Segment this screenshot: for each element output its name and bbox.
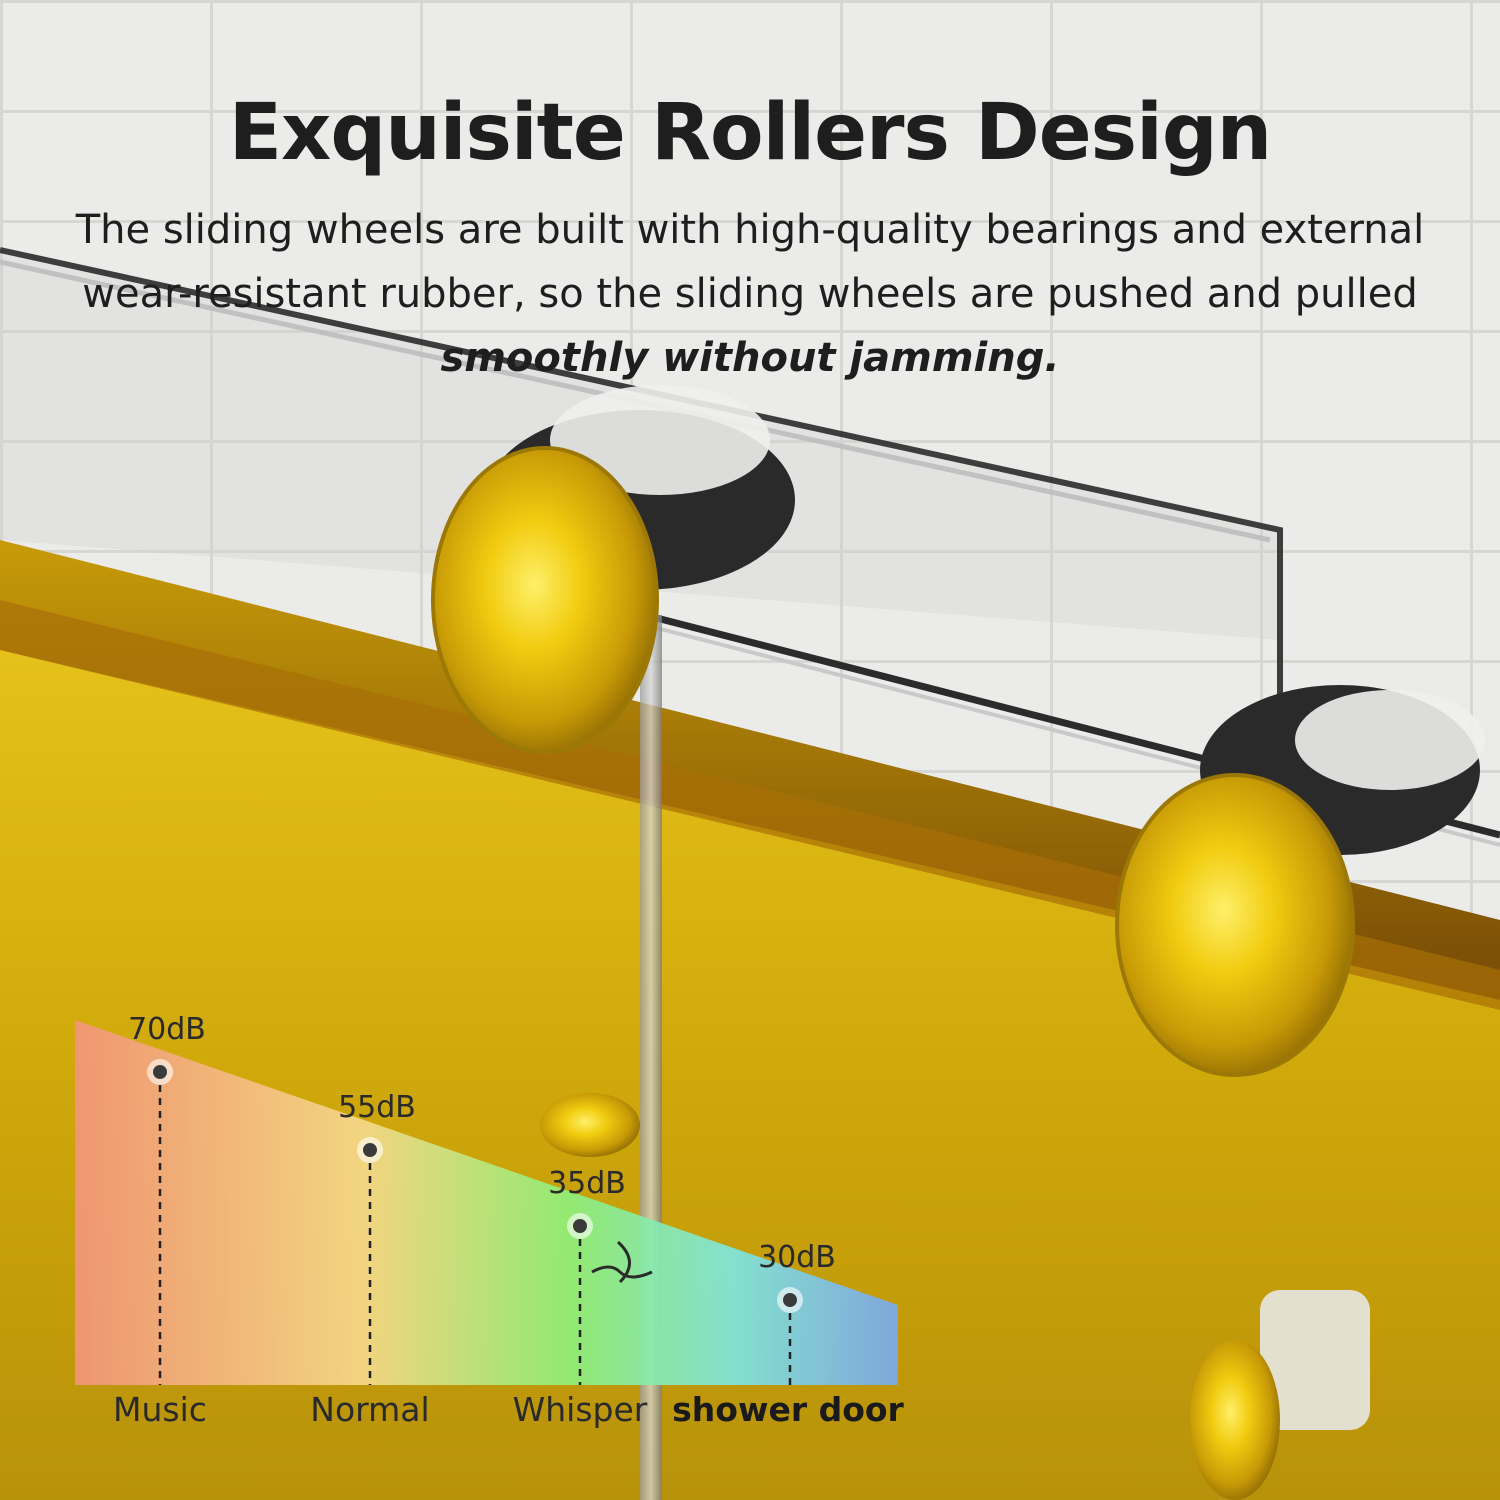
db-marker	[783, 1293, 797, 1307]
db-area	[75, 1020, 898, 1385]
db-value-label: 70dB	[128, 1012, 206, 1047]
description-text: The sliding wheels are built with high-q…	[75, 207, 1425, 317]
bottom-guide	[540, 1093, 1370, 1500]
db-marker	[573, 1219, 587, 1233]
db-value-label: 35dB	[548, 1166, 626, 1201]
db-value-label: 30dB	[758, 1240, 836, 1275]
db-marker	[363, 1143, 377, 1157]
roller-wheel-1	[431, 385, 795, 754]
db-value-label: 55dB	[338, 1090, 416, 1125]
feature-description: The sliding wheels are built with high-q…	[60, 198, 1440, 390]
wave-smooth-icon	[591, 1240, 653, 1284]
db-marker	[153, 1065, 167, 1079]
noise-level-chart	[75, 1020, 898, 1385]
db-category-label: shower door	[672, 1390, 904, 1429]
db-category-label: Normal	[310, 1390, 430, 1429]
db-category-label: Music	[113, 1390, 207, 1429]
db-category-label: Whisper	[512, 1390, 648, 1429]
page-title: Exquisite Rollers Design	[228, 88, 1272, 178]
roller-wheel-2	[1115, 685, 1485, 1077]
description-emphasis: smoothly without jamming.	[440, 335, 1060, 381]
